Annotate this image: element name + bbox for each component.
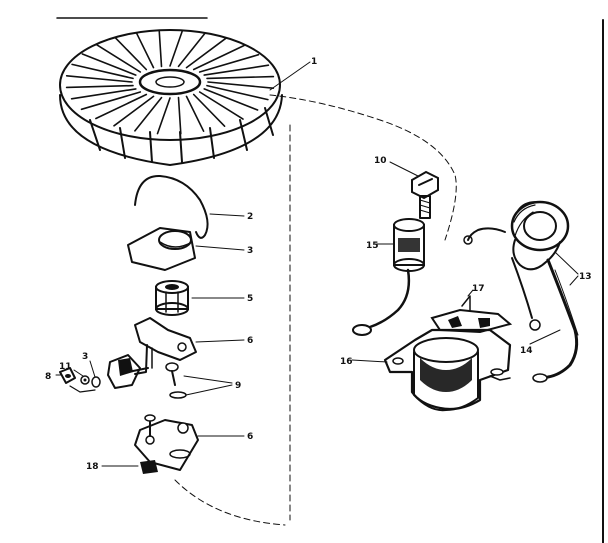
flywheel-fin (96, 44, 142, 73)
flywheel-fin (177, 32, 206, 68)
stator-plate (383, 328, 512, 412)
flywheel-fin (65, 75, 133, 83)
cam-bushing (155, 280, 189, 316)
ground-lead (532, 258, 579, 383)
flywheel-fin (192, 93, 226, 127)
callout-6b: 6 (247, 432, 253, 442)
screw-and-washer (165, 362, 187, 399)
leader-2 (209, 213, 245, 217)
flywheel-fin (192, 44, 245, 71)
breaker-point-set (107, 354, 149, 389)
armature-bracket (430, 295, 513, 334)
leader-3a (195, 245, 245, 251)
flywheel-fin (203, 88, 259, 111)
flywheel-fin (135, 31, 155, 69)
flywheel-fin (71, 63, 134, 80)
left-hardware (59, 367, 101, 393)
flywheel-fin (134, 96, 163, 132)
callout-3a: 3 (247, 246, 253, 256)
flywheel-fin (65, 84, 134, 89)
leader-10 (389, 161, 419, 177)
callout-11: 11 (59, 362, 72, 372)
breaker-arm (134, 317, 197, 375)
flywheel-fin (169, 29, 184, 67)
ignition-coil (463, 200, 570, 331)
callout-16: 16 (340, 357, 353, 367)
terminal-screw (411, 170, 439, 219)
flywheel-fin (114, 37, 148, 71)
flywheel-fin (207, 81, 275, 89)
callout-1: 1 (311, 57, 317, 67)
assembly-path (174, 94, 457, 526)
leader-11 (73, 369, 84, 377)
flywheel-fin (113, 95, 155, 127)
leader-1 (269, 61, 311, 91)
leader-13a (554, 251, 579, 275)
flywheel-fin (81, 53, 137, 76)
felt-wick (140, 460, 158, 474)
flywheel-fin (185, 95, 205, 132)
flywheel-fin (80, 91, 142, 111)
callout-14: 14 (520, 346, 533, 356)
leader-17 (467, 289, 474, 297)
flywheel-fin (198, 91, 244, 120)
flywheel-fin (70, 88, 137, 100)
flywheel-fin (198, 53, 260, 73)
leader-6a (195, 339, 245, 343)
condenser (352, 218, 425, 336)
callout-3b: 3 (82, 352, 88, 362)
flywheel-fin (177, 96, 182, 135)
callout-2: 2 (247, 212, 253, 222)
callout-9: 9 (235, 381, 241, 391)
callout-17: 17 (472, 284, 485, 294)
flywheel (59, 29, 283, 166)
flywheel-fin (185, 37, 227, 69)
flywheel-fin (158, 29, 163, 68)
flywheel-fin (203, 64, 270, 76)
leader-9b (185, 384, 233, 396)
callout-13: 13 (579, 272, 592, 282)
callout-5: 5 (247, 294, 253, 304)
flywheel-fin (156, 97, 171, 135)
leader-16 (351, 359, 388, 363)
flywheel-fin (206, 75, 275, 80)
callout-6a: 6 (247, 336, 253, 346)
leader-14 (529, 329, 561, 345)
flywheel-fin (206, 84, 269, 101)
spring-clip (134, 174, 209, 239)
cam-plate (134, 414, 199, 471)
callout-10: 10 (374, 156, 387, 166)
dust-cover (127, 227, 196, 271)
callout-18: 18 (86, 462, 99, 472)
callout-8: 8 (45, 372, 51, 382)
callout-15: 15 (366, 241, 379, 251)
flywheel-fin (95, 93, 148, 120)
leader-3b (89, 360, 96, 378)
leader-13b (569, 275, 579, 286)
leader-9a (183, 375, 233, 384)
